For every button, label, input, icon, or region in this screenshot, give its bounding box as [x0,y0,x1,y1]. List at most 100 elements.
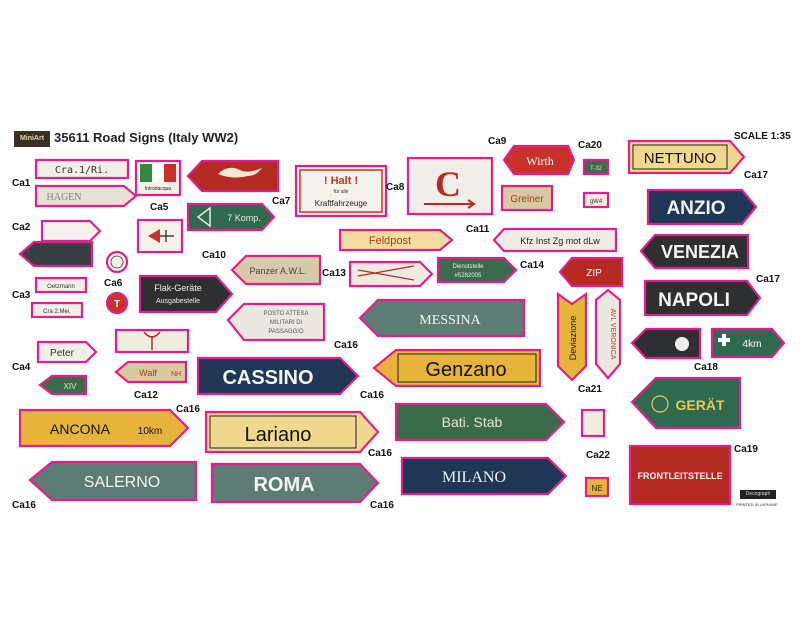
sign-bati-stab: Bati. Stab [394,402,566,442]
sign-oetzmann: Oetzmann [34,276,88,294]
label-ca20: Ca20 [578,140,602,151]
sign-milano: MILANO [400,456,568,496]
svg-text:NH: NH [171,371,181,378]
label-ca7: Ca7 [272,196,291,207]
sign-anzio: ANZIO [646,188,758,226]
sign-xiv: XIV [38,374,88,396]
sign-wirth: Wirth [502,144,576,176]
sign-7-komp: 7 Komp. [186,202,276,232]
sign-ca18-dark [630,327,702,360]
sign-ca8-c: C [406,156,494,216]
sign-veronica: AVL VERONICA [594,288,622,380]
sign-cra2: Cra 2.Mei. [30,301,84,319]
sign-panzer: Panzer A.W.L. [230,254,322,286]
svg-text:Cra 2.Mei.: Cra 2.Mei. [43,309,71,315]
sign-ca13-arrows [348,260,434,288]
svg-text:Feldpost: Feldpost [369,235,411,247]
sign-ne: NE [584,476,610,498]
label-ca16e: Ca16 [12,500,36,511]
svg-text:PASSAGGIO: PASSAGGIO [268,329,304,335]
sign-posto-attesa: POSTO ATTESA MILITARI DI PASSAGGIO [226,302,326,342]
label-ca11: Ca11 [466,224,490,235]
svg-text:Bati. Stab: Bati. Stab [442,414,503,430]
svg-text:Walf: Walf [139,368,157,378]
sign-ca6-round-white [105,250,129,274]
sign-napoli: NAPOLI [643,279,762,317]
svg-text:Ausgabestelle: Ausgabestelle [156,298,200,305]
label-ca22: Ca22 [586,450,610,461]
svg-text:Panzer A.W.L.: Panzer A.W.L. [249,266,306,276]
svg-text:Dienststelle: Dienststelle [452,264,484,270]
label-ca4: Ca4 [12,362,31,373]
label-ca6: Ca6 [104,278,123,289]
svg-text:Lariano: Lariano [245,424,312,446]
sign-ca6-round-red: T [105,291,129,315]
svg-text:Greiner: Greiner [510,194,544,205]
svg-text:FRONTLEITSTELLE: FRONTLEITSTELLE [638,471,723,481]
label-ca16c: Ca16 [360,390,384,401]
svg-text:T-32: T-32 [590,166,603,172]
svg-text:NE: NE [591,484,602,493]
svg-text:ZIP: ZIP [586,268,602,279]
svg-text:ANZIO: ANZIO [666,198,725,219]
svg-text:ANCONA: ANCONA [50,421,111,437]
label-ca16f: Ca16 [370,500,394,511]
label-ca19: Ca19 [734,444,758,455]
svg-text:HAGEN: HAGEN [47,192,82,203]
svg-text:#5282005: #5282005 [455,273,482,279]
label-ca9: Ca9 [488,136,507,147]
svg-text:AVL VERONICA: AVL VERONICA [609,309,616,360]
scale-label: SCALE 1:35 [734,131,791,142]
svg-text:Flak-Geräte: Flak-Geräte [154,283,202,293]
svg-text:MILITARI DI: MILITARI DI [270,320,303,326]
sheet-title: 35611 Road Signs (Italy WW2) [54,130,239,145]
sign-hagen: HAGEN [34,184,138,208]
sign-zip: ZIP [558,256,624,288]
sign-cassino: CASSINO [196,356,360,396]
svg-text:NETTUNO: NETTUNO [644,150,717,167]
label-ca16a: Ca16 [334,340,358,351]
label-ca5: Ca5 [150,202,169,213]
label-ca8: Ca8 [386,182,405,193]
svg-text:gW4: gW4 [590,199,603,205]
sign-triangle-plaque [136,218,184,254]
svg-text:4km: 4km [743,339,762,350]
svg-text:Genzano: Genzano [425,359,506,381]
label-ca1: Ca1 [12,178,31,189]
sign-dienststelle: Dienststelle #5282005 [436,256,518,284]
sign-cra1: Cra.1/Ri. [34,158,130,180]
svg-text:XIV: XIV [64,382,78,391]
sign-flak: Flak-Geräte Ausgabestelle [138,274,234,314]
sign-ca2-white-arrow [40,219,102,243]
sign-kfz: Kfz Inst Zg mot dLw [492,227,618,253]
svg-text:MILANO: MILANO [442,469,506,486]
sign-halt: ! Halt ! für alle Kraftfahrzeuge [294,164,388,218]
svg-text:VENEZIA: VENEZIA [661,242,739,262]
svg-text:CASSINO: CASSINO [222,367,313,389]
label-ca12: Ca12 [134,390,158,401]
label-ca17b: Ca17 [756,274,780,285]
svg-text:GERÄT: GERÄT [676,397,725,413]
label-ca16b: Ca16 [176,404,200,415]
sign-roma: ROMA [210,462,380,504]
svg-text:Kfz Inst Zg mot dLw: Kfz Inst Zg mot dLw [520,236,600,246]
sign-lariano: Lariano [204,410,380,454]
label-ca2: Ca2 [12,222,31,233]
svg-text:MESSINA: MESSINA [419,313,481,328]
svg-text:! Halt !: ! Halt ! [324,175,358,187]
svg-text:SALERNO: SALERNO [84,474,160,491]
sign-introdacqua: Introdacqua [134,159,182,197]
sign-t32: T-32 [582,158,610,176]
svg-text:T: T [114,299,120,310]
decograph-logo: Decograph [740,490,776,499]
svg-text:Kraftfahrzeuge: Kraftfahrzeuge [315,199,368,208]
sign-deviazione: Deviazione [556,291,588,382]
sign-nettuno: NETTUNO [627,139,746,175]
label-ca16d: Ca16 [368,448,392,459]
label-ca10a: Ca10 [202,250,226,261]
label-ca3: Ca3 [12,290,31,301]
svg-text:NAPOLI: NAPOLI [658,290,730,311]
svg-text:für alle: für alle [333,189,348,195]
sign-frontleitstelle: FRONTLEITSTELLE [628,444,732,506]
